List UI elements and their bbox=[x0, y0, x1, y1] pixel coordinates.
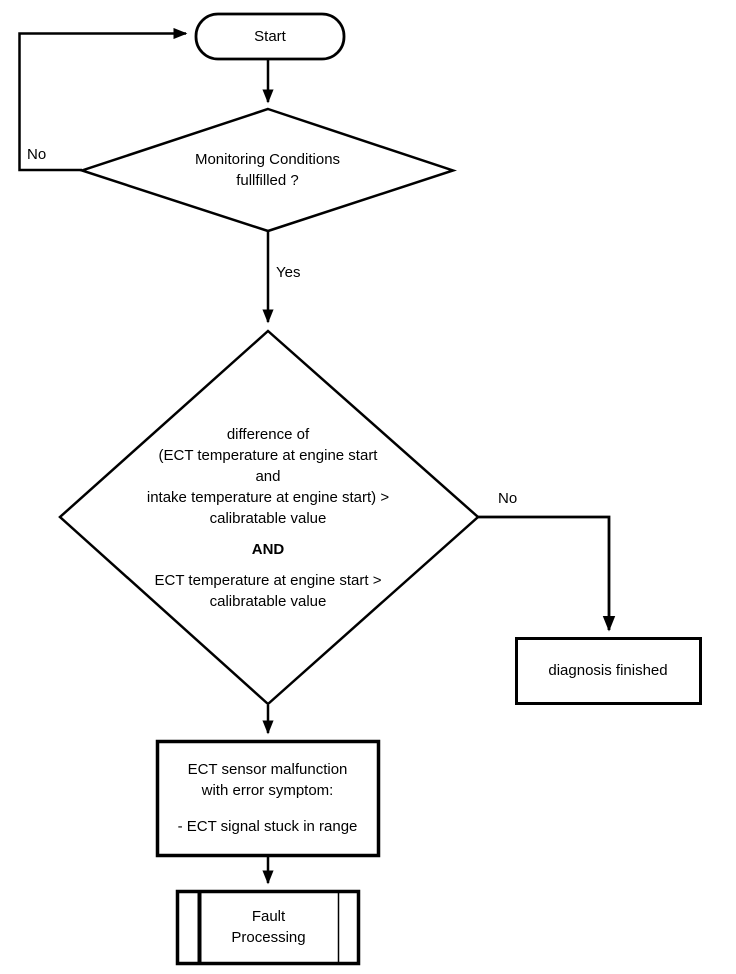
malfunction-title: ECT sensor malfunction with error sympto… bbox=[187, 761, 348, 799]
temperature-condition-2: ECT temperature at engine start > calibr… bbox=[154, 571, 382, 610]
monitoring-no-edge-label: No bbox=[27, 146, 47, 163]
start-node-shape bbox=[194, 12, 346, 61]
malfunction-process-shape bbox=[155, 739, 381, 858]
temperature-operator: AND bbox=[251, 540, 285, 558]
monitoring-yes-edge-label: Yes bbox=[276, 264, 301, 281]
diagnosis-finished-label: diagnosis finished bbox=[548, 662, 668, 679]
temperature-decision-shape bbox=[58, 329, 480, 706]
temperature-no-edge-label: No bbox=[498, 490, 518, 507]
fault-processing-label: Fault Processing bbox=[231, 908, 306, 946]
fault-processing-shape bbox=[175, 889, 361, 966]
start-node-label: Start bbox=[254, 28, 286, 45]
temperature-decision-label: difference of (ECT temperature at engine… bbox=[98, 331, 438, 704]
edge-monitoring-no-loop bbox=[18, 27, 188, 172]
monitoring-decision-shape bbox=[77, 107, 457, 233]
malfunction-process-label: ECT sensor malfunction with error sympto… bbox=[157, 741, 378, 855]
diagnosis-finished-shape bbox=[515, 637, 702, 705]
malfunction-detail: - ECT signal stuck in range bbox=[177, 818, 358, 835]
monitoring-decision-label: Monitoring Conditions fullfilled ? bbox=[194, 151, 341, 189]
temperature-condition-1: difference of (ECT temperature at engine… bbox=[146, 425, 390, 527]
edge-temperature-no bbox=[478, 515, 616, 632]
